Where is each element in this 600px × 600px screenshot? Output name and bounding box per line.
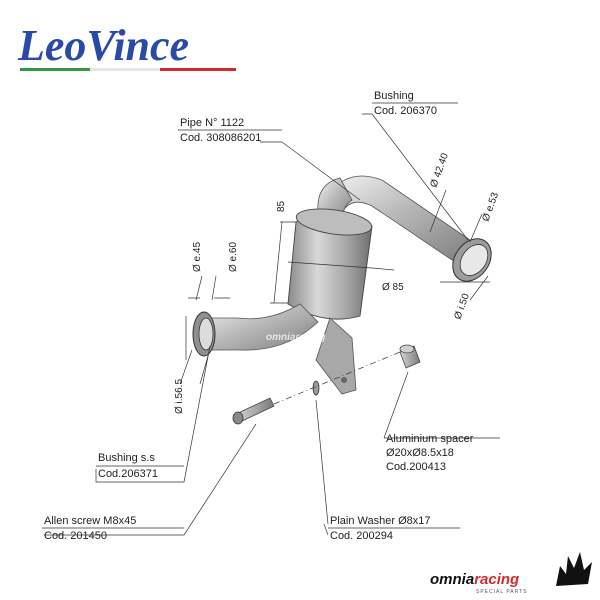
bushing-ss-label: Bushing s.s	[98, 452, 155, 464]
dim-outer-53: Ø e.53	[480, 191, 501, 223]
washer-code: Cod. 200294	[330, 530, 393, 542]
flag-stripe-red	[160, 68, 236, 71]
dim-height-85: 85	[276, 200, 287, 212]
dim-inner-50: Ø i.50	[452, 292, 472, 321]
inlet-pipe	[205, 303, 319, 351]
leader-lines	[44, 113, 500, 536]
canister-top-cap	[295, 208, 373, 236]
dim-diameter-85: Ø 85	[382, 282, 404, 293]
inlet-flange-bore	[198, 317, 214, 351]
griffin-emblem	[556, 552, 592, 586]
spacer-label: Aluminium spacer	[386, 433, 474, 445]
bracket-hole	[341, 377, 347, 383]
dim-outer-60: Ø e.60	[228, 242, 239, 272]
pipe-label: Pipe N° 1122	[180, 117, 244, 129]
outlet-bushing-bore	[459, 244, 489, 276]
dimension-lines	[179, 189, 490, 385]
callout-pipe: Pipe N° 1122 Cod. 308086201	[178, 117, 282, 144]
leovince-logo: LeoVince	[17, 21, 236, 71]
allen-screw-label: Allen screw M8x45	[44, 515, 136, 527]
spacer-code: Cod.200413	[386, 461, 446, 473]
dim-inner-56-5: Ø i.56.5	[174, 379, 185, 414]
callout-aluminium-spacer: Aluminium spacer Ø20xØ8.5x18 Cod.200413	[386, 433, 474, 473]
callout-bushing-top: Bushing Cod. 206370	[372, 90, 458, 117]
omniaracing-logo: omniaracing SPECIAL PARTS	[430, 552, 592, 595]
flag-stripe-white	[90, 68, 160, 71]
hardware-parts	[232, 344, 421, 425]
dim-diameter-42-40: Ø 42.40	[428, 151, 451, 189]
pipe-watermark: omniaracing	[266, 332, 325, 343]
allen-screw-head	[232, 411, 244, 425]
bushing-top-label: Bushing	[374, 90, 414, 102]
dim-outer-45: Ø e.45	[192, 242, 203, 272]
callout-allen-screw: Allen screw M8x45 Cod. 201450	[42, 515, 184, 542]
plain-washer	[312, 380, 320, 396]
bushing-ss-code: Cod.206371	[98, 468, 158, 480]
svg-text:omniaracing: omniaracing	[430, 571, 519, 588]
seller-name-omnia: omnia	[430, 571, 474, 588]
spacer-end	[399, 344, 415, 354]
bushing-top-code: Cod. 206370	[374, 105, 437, 117]
exhaust-pipe-assembly: omniaracing	[192, 175, 492, 395]
callout-bushing-ss: Bushing s.s Cod.206371	[96, 452, 184, 480]
brand-name: LeoVince	[17, 21, 189, 70]
mounting-bracket	[315, 317, 357, 395]
allen-screw-code: Cod. 201450	[44, 530, 107, 542]
spacer-size: Ø20xØ8.5x18	[386, 447, 454, 459]
seller-tagline: SPECIAL PARTS	[476, 589, 528, 595]
callout-plain-washer: Plain Washer Ø8x17 Cod. 200294	[328, 515, 460, 542]
pipe-code: Cod. 308086201	[180, 132, 261, 144]
assembly-axis-line	[273, 351, 401, 405]
flag-stripe-green	[20, 68, 90, 71]
seller-name: omniaracing	[430, 571, 519, 588]
washer-label: Plain Washer Ø8x17	[330, 515, 430, 527]
seller-name-racing: racing	[474, 571, 519, 588]
